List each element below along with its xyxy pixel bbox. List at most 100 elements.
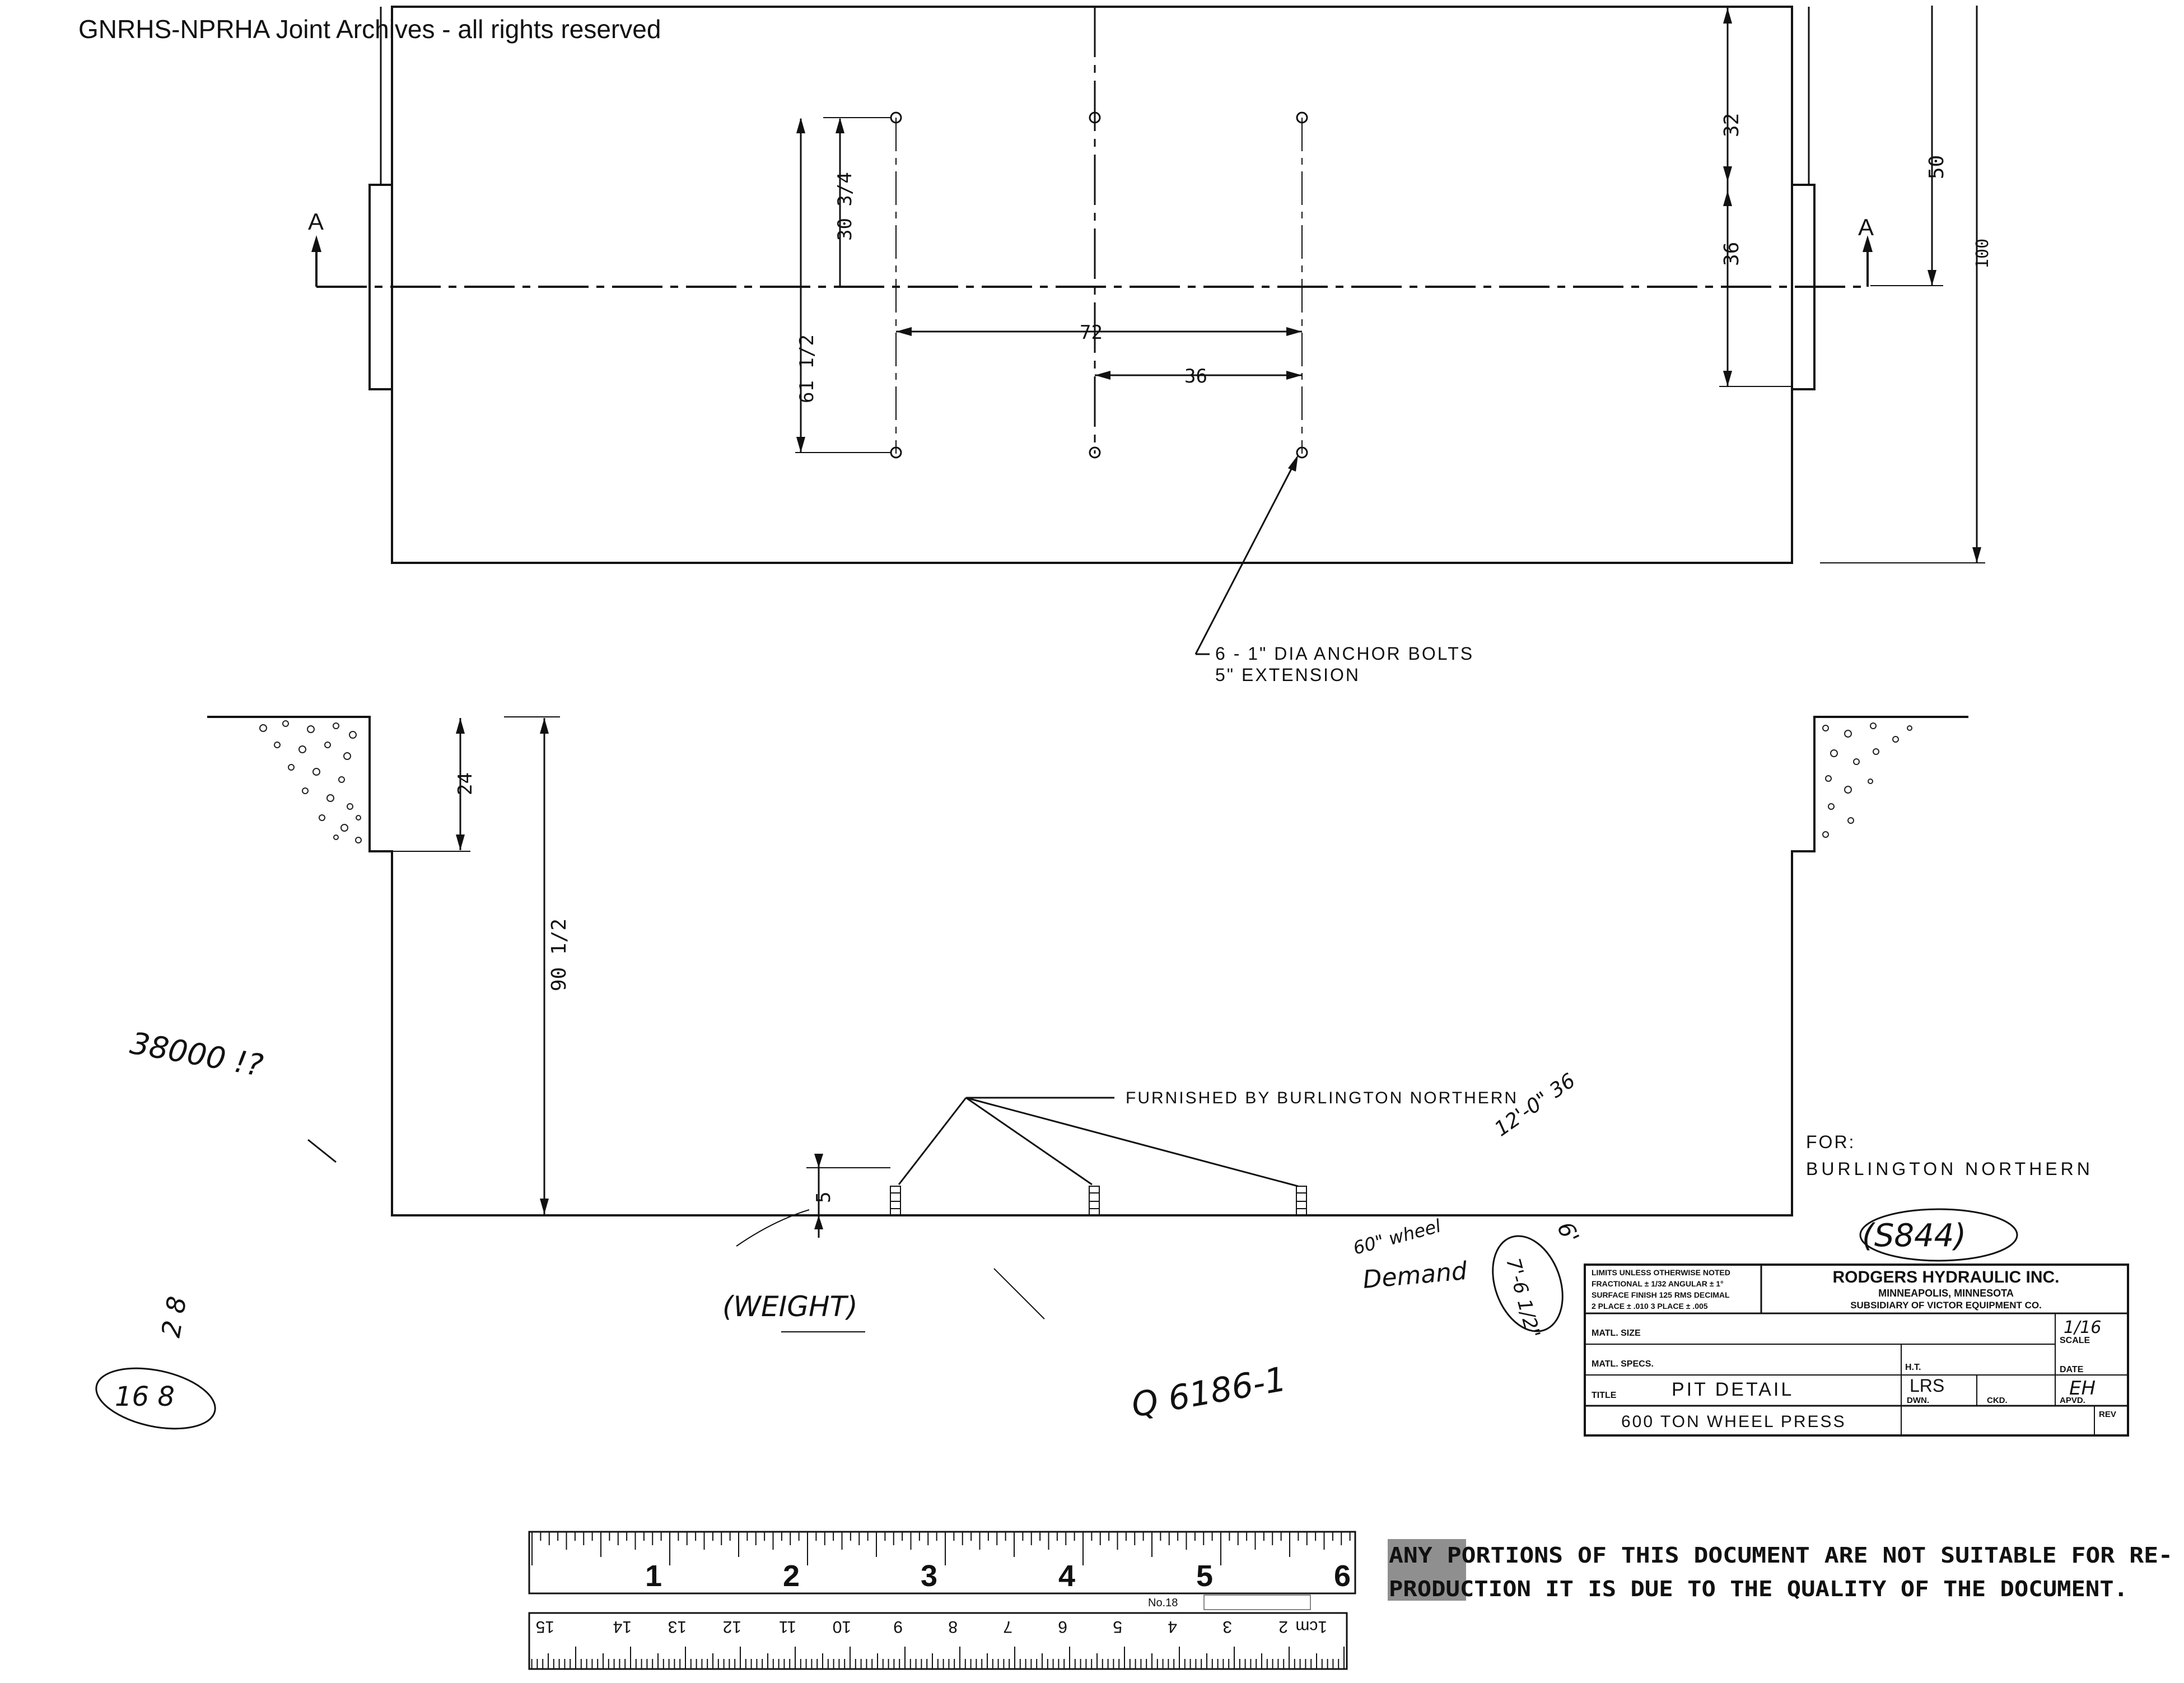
weight-arc (736, 1209, 810, 1247)
handwritten-circle-16-8 (95, 1367, 216, 1430)
anchor-note-line2: 5" EXTENSION (1215, 665, 1360, 685)
tb-rev-label: REV (2099, 1410, 2116, 1419)
ruler-cm-ticks (531, 1647, 1345, 1669)
ruler-cm-label: 14 (613, 1617, 632, 1636)
dim-50-arrow-bottom (1928, 270, 1936, 286)
quality-notice: ANY PORTIONS OF THIS DOCUMENT ARE NOT SU… (1388, 1539, 2173, 1601)
ruler-cm-label: 2 (1278, 1617, 1288, 1636)
anchor-note-leader (1194, 459, 1298, 655)
tb-title-label: TITLE (1592, 1391, 1617, 1400)
tb-drawn-value: LRS (1910, 1376, 1944, 1396)
ruler-cm-label: 4 (1168, 1617, 1177, 1636)
dim-100-label: 100 (1973, 239, 1992, 269)
bolt-hole (1089, 446, 1101, 459)
bolt-hole (890, 446, 902, 459)
handwritten-weight: (WEIGHT) (722, 1290, 858, 1323)
soil-hatch-left (259, 720, 362, 843)
scale-ruler: 1 2 3 4 5 6 No.18 1cm 2 3 4 5 6 7 8 9 10… (528, 1531, 1356, 1670)
handwritten-tick (993, 1268, 1045, 1320)
anchor-bolt-stubs (890, 1186, 1307, 1216)
section-left-arrowhead (311, 235, 321, 252)
dim-24-arrow-top (456, 718, 465, 734)
ruler-cm-label: 1cm (1295, 1617, 1327, 1636)
tb-matl-size: MATL. SIZE (1592, 1328, 1641, 1338)
handwritten-notes: 38000 !? 16 8 2 8 (WEIGHT) Q 6186-1 60" … (95, 1025, 2018, 1430)
dim-72-label: 72 (1080, 321, 1103, 344)
handwritten-slash (307, 1139, 337, 1163)
tb-approved-label: APVD. (2060, 1396, 2085, 1405)
plan-view: A A 30 3/4 61 1/2 72 (308, 6, 1992, 685)
bolt-hole (890, 111, 902, 124)
quality-notice-line2: PRODUCTION IT IS DUE TO THE QUALITY OF T… (1389, 1577, 2128, 1601)
dim-100-arrow-bottom (1972, 547, 1981, 563)
plan-outline (391, 6, 1793, 564)
for-value: BURLINGTON NORTHERN (1806, 1159, 2093, 1179)
quality-notice-smudge (1388, 1539, 1466, 1601)
ruler-cm-label: 11 (779, 1617, 796, 1636)
bolt-hole (1296, 111, 1308, 124)
furnished-note: FURNISHED BY BURLINGTON NORTHERN (1126, 1089, 1518, 1107)
tb-subsidiary: SUBSIDIARY OF VICTOR EQUIPMENT CO. (1850, 1300, 2042, 1311)
tb-scale-value: 1/16 (2064, 1318, 2101, 1337)
dim-36-mid-arrow-left (1095, 371, 1110, 380)
tb-ht: H.T. (1905, 1363, 1921, 1372)
dim-30-arrow (836, 118, 844, 133)
handwritten-circled-dim: 7'-6 1/2" (1501, 1256, 1544, 1340)
handwritten-code: Q 6186-1 (1128, 1359, 1289, 1425)
ruler-cm-label: 15 (536, 1617, 554, 1636)
tb-limits-1: LIMITS UNLESS OTHERWISE NOTED (1592, 1268, 1730, 1277)
ruler-inch-label: 5 (1196, 1559, 1213, 1593)
dim-90-1-2-label: 90 1/2 (548, 919, 571, 991)
handwritten-6: 6' (1552, 1218, 1584, 1247)
dim-36-mid-label: 36 (1184, 365, 1207, 388)
dim-36-arrow-top (1723, 190, 1732, 206)
tb-checked-label: CKD. (1987, 1396, 2008, 1405)
title-block-frame (1584, 1264, 2129, 1437)
dim-72-arrow-right (1286, 327, 1302, 336)
title-block: LIMITS UNLESS OTHERWISE NOTED FRACTIONAL… (1584, 1264, 2129, 1437)
tb-approved-value: EH (2069, 1377, 2096, 1400)
dim-32-label: 32 (1720, 113, 1743, 137)
anchor-note-arrow (1288, 455, 1298, 472)
tb-limits-4: 2 PLACE ± .010 3 PLACE ± .005 (1592, 1302, 1708, 1311)
dim-32-arrow-bottom (1723, 166, 1732, 182)
dim-50-label: 50 (1925, 155, 1948, 179)
handwritten-2-8: 2 8 (156, 1294, 193, 1339)
ruler-inch-label: 2 (783, 1559, 800, 1593)
dim-5-arrow-bottom (814, 1215, 823, 1229)
dim-36-right-label: 36 (1720, 242, 1743, 266)
dim-61-1-2-label: 61 1/2 (796, 334, 818, 403)
ruler-cm-label: 5 (1113, 1617, 1122, 1636)
dim-30-3-4-label: 30 3/4 (834, 172, 856, 241)
ruler-cm-label: 8 (948, 1617, 958, 1636)
ruler-cm-label: 13 (668, 1617, 687, 1636)
ruler-maker-logo (1203, 1595, 1311, 1610)
handwritten-circle-s844 (1859, 1208, 2018, 1262)
dim-61-arrow-bottom (796, 437, 805, 453)
tb-drawn-label: DWN. (1907, 1396, 1929, 1405)
ruler-cm-label: 12 (723, 1617, 741, 1636)
ruler-cm-label: 7 (1003, 1617, 1012, 1636)
ruler-inch-label: 4 (1058, 1559, 1075, 1593)
handwritten-38000: 38000 !? (128, 1025, 266, 1084)
soil-hatch-right (1822, 722, 1912, 838)
dim-72-arrow-left (896, 327, 912, 336)
dim-24-arrow-bottom (456, 834, 465, 850)
dim-24-label: 24 (454, 772, 477, 795)
section-right-arrowhead (1863, 235, 1873, 252)
for-label: FOR: (1806, 1132, 1855, 1152)
tb-scale-label: SCALE (2060, 1336, 2090, 1345)
anchor-note-line1: 6 - 1" DIA ANCHOR BOLTS (1215, 644, 1474, 664)
ruler-inch-label: 3 (921, 1559, 937, 1593)
ruler-cm-label: 10 (833, 1617, 851, 1636)
tb-city: MINNEAPOLIS, MINNESOTA (1878, 1288, 2014, 1299)
ruler-cm-label: 9 (893, 1617, 903, 1636)
quality-notice-line1: ANY PORTIONS OF THIS DOCUMENT ARE NOT SU… (1389, 1543, 2173, 1568)
section-marker-left: A (308, 208, 324, 235)
anchor-bolt-holes (890, 111, 1308, 459)
tb-limits-2: FRACTIONAL ± 1/32 ANGULAR ± 1° (1592, 1279, 1724, 1288)
dim-32-arrow-top (1723, 8, 1732, 24)
ruler-cm-label: 3 (1222, 1617, 1232, 1636)
dim-90-arrow-bottom (540, 1199, 549, 1214)
ruler-inch-label: 6 (1334, 1559, 1351, 1593)
